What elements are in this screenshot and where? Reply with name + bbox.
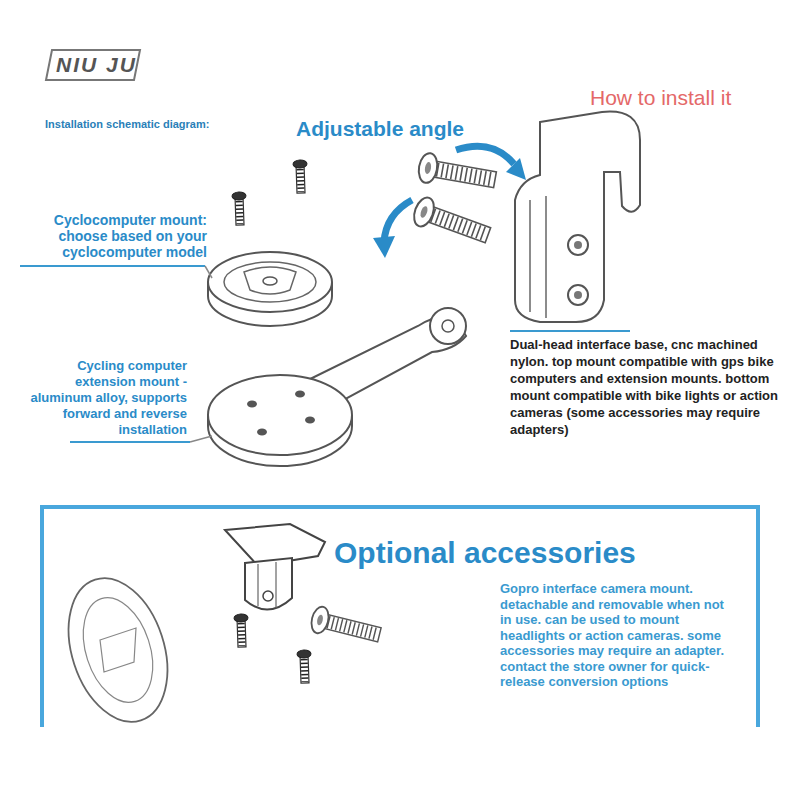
section-body: Gopro interface camera mount. detachable… xyxy=(500,581,736,690)
label-wrap: Adjustable angle xyxy=(296,116,464,141)
label-wrap: NIU JU xyxy=(56,53,137,77)
screw xyxy=(297,650,312,683)
part-callout: Cycling computer extension mount - alumi… xyxy=(25,358,187,438)
label-wrap: Cycling computer extension mount - alumi… xyxy=(25,358,187,438)
leader-line xyxy=(190,436,212,442)
bolt xyxy=(417,152,498,195)
angle-arrowhead xyxy=(506,158,526,180)
part-callout: Cyclocomputer mount: choose based on you… xyxy=(20,212,207,260)
title: How to install it xyxy=(590,86,731,110)
label-wrap: Dual-head interface base, cnc machined n… xyxy=(510,336,780,438)
angle-label: Adjustable angle xyxy=(296,116,464,141)
logo-text: NIU JU xyxy=(56,53,137,77)
section-heading: Optional accessories xyxy=(330,535,640,571)
label-wrap: Installation schematic diagram: xyxy=(45,117,209,131)
angle-arrow xyxy=(384,200,412,242)
screw xyxy=(293,160,308,193)
angle-arrowhead xyxy=(373,236,395,258)
bolt xyxy=(309,605,383,648)
leader-line xyxy=(205,266,212,278)
bolt xyxy=(410,195,493,250)
leader-line xyxy=(510,330,630,332)
text-wrap: Optional accessories xyxy=(330,535,640,571)
leader-line xyxy=(70,441,190,443)
dual-head-base xyxy=(515,112,640,322)
angle-arrow xyxy=(456,146,514,164)
label-wrap: Cyclocomputer mount: choose based on you… xyxy=(20,212,207,260)
text-wrap: Gopro interface camera mount. detachable… xyxy=(500,581,736,690)
title-wrap: How to install it xyxy=(590,86,731,110)
cyclocomputer-mount xyxy=(208,252,332,326)
screw xyxy=(234,614,249,647)
extension-mount xyxy=(208,308,466,466)
gopro-mount xyxy=(225,524,325,610)
leader-line xyxy=(20,265,205,267)
caption-note: Installation schematic diagram: xyxy=(45,117,209,131)
logo-frame xyxy=(46,50,140,80)
part-description: Dual-head interface base, cnc machined n… xyxy=(510,336,780,438)
accessory-panel: Optional accessoriesGopro interface came… xyxy=(40,505,760,727)
accessory-mount-disc xyxy=(51,565,184,734)
screw xyxy=(232,192,247,225)
